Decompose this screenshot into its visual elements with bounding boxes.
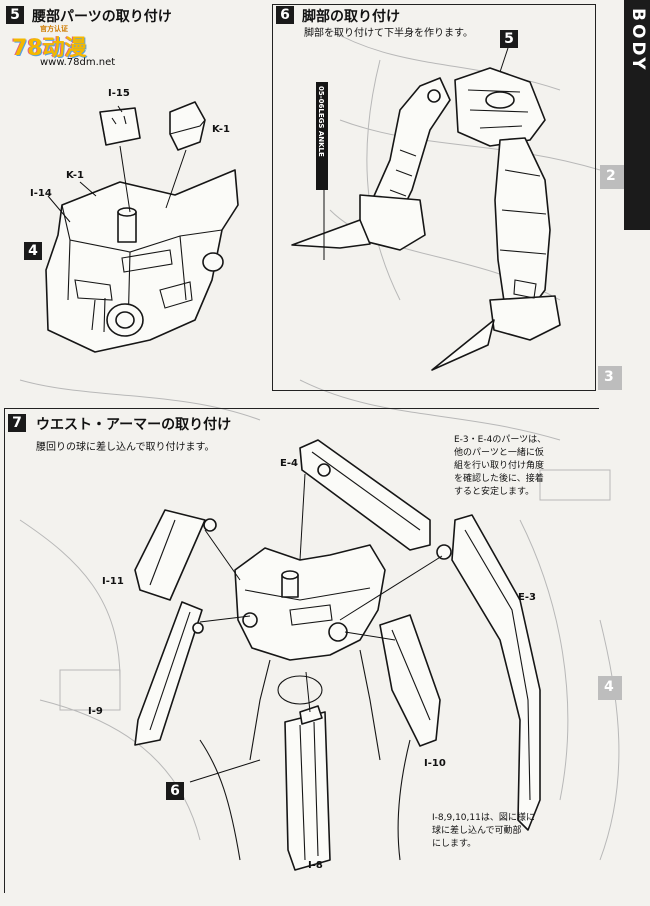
step7-callout-6: 6 <box>166 782 184 800</box>
step6-callout-5: 5 <box>500 30 518 48</box>
step7-subtitle: 腰回りの球に差し込んで取り付けます。 <box>36 442 215 453</box>
part-i9-drawing <box>134 601 204 746</box>
part-label-e4: E-4 <box>280 458 298 469</box>
part-e4-drawing <box>299 439 431 551</box>
part-e3-drawing <box>436 514 541 831</box>
part-i11-drawing <box>134 509 217 601</box>
side-tab-marker-4 <box>598 676 622 700</box>
part-label-i9: I-9 <box>88 706 103 717</box>
part-label-e3: E-3 <box>518 592 536 603</box>
step7-note-bottom: I-8,9,10,11は、図に様に 球に差し込んで可動部 にします。 <box>432 812 572 851</box>
part-k1-drawing <box>169 101 206 151</box>
ghost-step-number-4: 4 <box>604 679 614 695</box>
note-bottom-line-2: 球に差し込んで可動部 <box>432 826 522 836</box>
step7-note-top: E-3・E-4のパーツは、 他のパーツと一緒に仮 組を行い取り付け角度 を確認し… <box>454 434 574 499</box>
waist-part-drawing <box>45 169 239 353</box>
site-logo-subtext: 官方认证 <box>40 25 68 33</box>
part-label-k1-top: K-1 <box>212 124 230 135</box>
ghost-step-number-3: 3 <box>604 369 614 385</box>
note-top-line-2: 他のパーツと一緒に仮 <box>454 448 544 458</box>
step7-number-badge: 7 <box>8 414 26 432</box>
step5-title: 腰部パーツの取り付け <box>32 9 172 25</box>
step5-callout-4: 4 <box>24 242 42 260</box>
part-i8-drawing <box>284 705 331 871</box>
side-tab-marker-2 <box>600 165 624 189</box>
site-logo: 78动漫 <box>12 36 87 61</box>
body-section-tab: BODY <box>624 0 650 230</box>
step6-subtitle: 脚部を取り付けて下半身を作ります。 <box>304 28 473 39</box>
step7-panel <box>4 408 599 893</box>
part-i15-drawing <box>99 107 141 146</box>
step5-number-badge: 5 <box>6 6 24 24</box>
note-bottom-line-3: にします。 <box>432 839 477 849</box>
body-tab-label: BODY <box>628 8 648 73</box>
note-top-line-3: 組を行い取り付け角度 <box>454 461 545 471</box>
legs-drawing <box>291 67 561 371</box>
part-label-i14: I-14 <box>30 188 52 199</box>
part-label-i10: I-10 <box>424 758 446 769</box>
step6-panel <box>272 4 596 391</box>
site-url: www.78dm.net <box>40 57 116 68</box>
step7-title: ウエスト・アーマーの取り付け <box>36 417 232 433</box>
step6-side-strip <box>316 82 328 190</box>
part-label-i11: I-11 <box>102 576 124 587</box>
note-bottom-line-1: I-8,9,10,11は、図に様に <box>432 813 535 823</box>
step6-number-badge: 6 <box>276 6 294 24</box>
ghost-step-number-2: 2 <box>606 168 616 184</box>
note-top-line-1: E-3・E-4のパーツは、 <box>454 435 547 445</box>
part-label-i8: I-8 <box>308 860 323 871</box>
part-label-k1-left: K-1 <box>66 170 84 181</box>
part-label-i15: I-15 <box>108 88 130 99</box>
note-top-line-4: を確認した後に、接着 <box>454 474 544 484</box>
note-top-line-5: すると安定します。 <box>454 487 535 497</box>
side-tab-marker-3 <box>598 366 622 390</box>
step6-title: 脚部の取り付け <box>302 9 400 25</box>
part-i10-drawing <box>379 614 441 747</box>
step6-side-label: 05-06LEGS ANKLE <box>317 86 325 157</box>
